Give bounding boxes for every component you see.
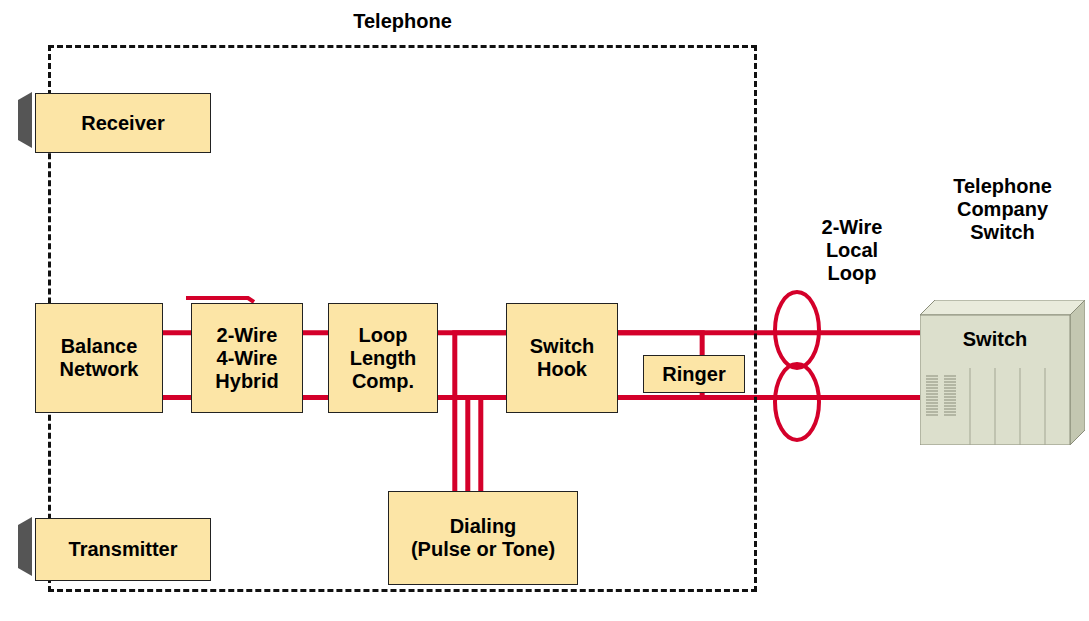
text-line: Ringer	[662, 363, 725, 386]
text-line: 2-Wire	[215, 324, 278, 347]
box-content: Receiver	[81, 112, 164, 135]
text-line: Loop	[350, 324, 417, 347]
text-line: Switch	[530, 335, 594, 358]
switch-box: Telephone Company SwitchSwitch	[920, 300, 1085, 445]
box-content: 2-Wire 4-Wire Hybrid	[215, 324, 278, 393]
process-box: Loop Length Comp.	[328, 303, 438, 413]
box-content: Dialing (Pulse or Tone)	[411, 515, 555, 561]
text-line: Switch	[900, 221, 1089, 244]
text-line: Length	[350, 347, 417, 370]
process-box: Ringer	[643, 355, 745, 393]
text-line: Switch	[963, 328, 1027, 351]
wire-pair	[438, 333, 506, 398]
process-box: Transmitter	[35, 518, 211, 581]
text-line: (Pulse or Tone)	[411, 538, 555, 561]
box-label: Dialing (Pulse or Tone)	[411, 515, 555, 561]
text-line: Local	[802, 239, 902, 262]
receiver-icon	[18, 92, 32, 148]
hybrid-stub	[186, 298, 254, 302]
box-content: Ringer	[662, 363, 725, 386]
switch-label: Switch	[963, 328, 1027, 351]
text-line: Balance	[60, 335, 139, 358]
loop-label: 2-Wire Local Loop	[800, 216, 904, 285]
text-line: Network	[60, 358, 139, 381]
text-line: Hybrid	[215, 370, 278, 393]
wire-pair	[618, 333, 920, 398]
frame-title: Telephone	[51, 10, 754, 33]
text-line: 4-Wire	[215, 347, 278, 370]
process-box: 2-Wire 4-Wire Hybrid	[191, 303, 303, 413]
box-content: Switch Hook	[530, 335, 594, 381]
switch-label-area: Switch	[920, 315, 1070, 363]
transmitter-icon	[18, 517, 32, 576]
text-line: Company	[900, 198, 1089, 221]
wire-pair	[303, 333, 328, 398]
process-box: Dialing (Pulse or Tone)	[388, 491, 578, 585]
wire-pair	[455, 333, 506, 491]
process-box: Receiver	[35, 93, 211, 153]
switch-cabinet	[920, 300, 1085, 445]
text-line: Comp.	[350, 370, 417, 393]
telephone-frame: TelephoneReceiverBalance Network2-Wire 4…	[48, 45, 757, 592]
box-label: 2-Wire 4-Wire Hybrid	[215, 324, 278, 393]
box-label: Transmitter	[69, 538, 178, 561]
text-line: Telephone	[51, 10, 754, 33]
box-label: Loop Length Comp.	[350, 324, 417, 393]
box-label: Balance Network	[60, 335, 139, 381]
text-line: 2-Wire	[802, 216, 902, 239]
wire-pair	[163, 333, 191, 398]
text-line: Hook	[530, 358, 594, 381]
box-content: Transmitter	[69, 538, 178, 561]
text-line: Receiver	[81, 112, 164, 135]
text-line: Dialing	[411, 515, 555, 538]
process-box: Switch Hook	[506, 303, 618, 413]
box-content: Loop Length Comp.	[350, 324, 417, 393]
process-box: Balance Network	[35, 303, 163, 413]
text-line: Telephone	[900, 175, 1089, 198]
loop-oval	[775, 364, 819, 440]
box-label: Receiver	[81, 112, 164, 135]
box-label: Ringer	[662, 363, 725, 386]
loop-oval	[775, 292, 819, 368]
box-content: Balance Network	[60, 335, 139, 381]
switch-heading: Telephone Company Switch	[900, 175, 1089, 244]
text-line: Transmitter	[69, 538, 178, 561]
box-label: Switch Hook	[530, 335, 594, 381]
text-line: Loop	[802, 262, 902, 285]
